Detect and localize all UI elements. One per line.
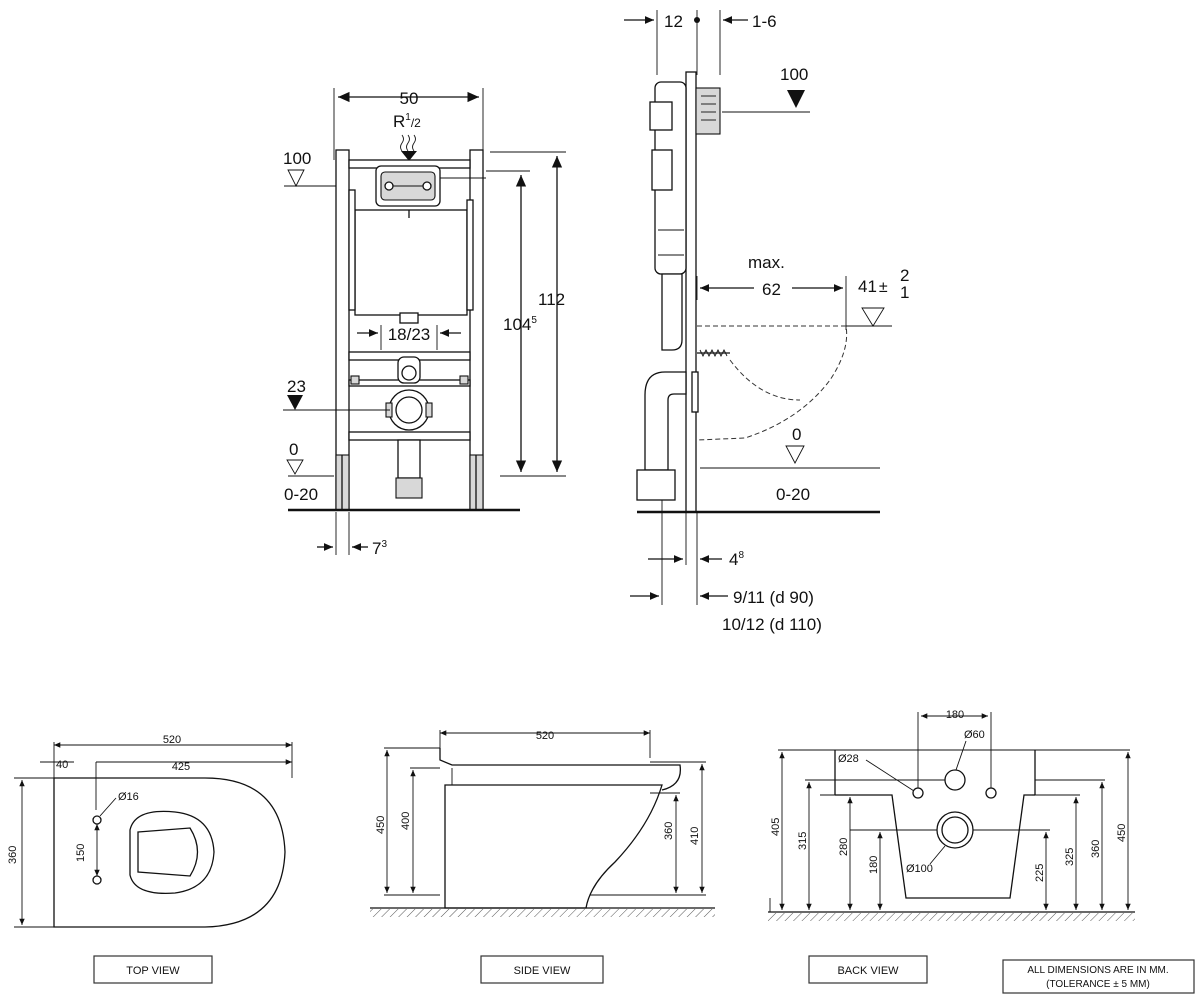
cistern bbox=[354, 209, 468, 316]
svg-text:0: 0 bbox=[792, 425, 801, 444]
level-marker-0-front: 0 bbox=[286, 440, 304, 475]
top-view-caption: TOP VIEW bbox=[126, 965, 180, 977]
drain-bend bbox=[644, 371, 687, 471]
sv-height-total-label: 450 bbox=[375, 816, 387, 834]
bv-left-dim-1: 315 bbox=[797, 832, 809, 850]
top-hole-distance-label: 150 bbox=[75, 844, 87, 862]
bv-inlet bbox=[944, 769, 966, 791]
back-view-caption: BACK VIEW bbox=[837, 965, 899, 977]
front-floor-range-label: 0-20 bbox=[284, 485, 318, 504]
installation-side-view: 12 1-6 100 max. 62 41± 2 bbox=[624, 10, 909, 634]
connection-label: R1/2 bbox=[393, 112, 421, 131]
bv-outlet-dia-label: Ø100 bbox=[906, 863, 933, 875]
pipe-label-2: 10/12 (d 110) bbox=[722, 615, 822, 634]
sv-height-right-1: 360 bbox=[663, 822, 675, 840]
side-view: 520 450 400 360 410 SIDE VIEW bbox=[370, 730, 715, 984]
side-max-label: max. bbox=[748, 253, 785, 272]
note-line-1: ALL DIMENSIONS ARE IN MM. bbox=[1027, 965, 1168, 976]
level-marker-100-front: 100 bbox=[283, 149, 345, 188]
bv-right-dim-1: 325 bbox=[1064, 848, 1076, 866]
back-outline bbox=[848, 794, 1032, 899]
level-marker-23: 23 bbox=[283, 377, 390, 411]
front-width-label: 50 bbox=[400, 89, 419, 108]
side-foot-offset-label: 48 bbox=[729, 550, 744, 569]
bv-left-dim-3: 180 bbox=[868, 856, 880, 874]
top-hole-dia-label: Ø16 bbox=[118, 791, 139, 803]
top-width-label: 360 bbox=[7, 846, 19, 864]
height-outer-label: 112 bbox=[538, 290, 565, 309]
bv-spacing-label: 180 bbox=[946, 709, 964, 721]
height-inner-label: 1045 bbox=[503, 315, 537, 334]
svg-text:100: 100 bbox=[780, 65, 808, 84]
sv-height-body-label: 400 bbox=[400, 812, 412, 830]
note-line-2: (TOLERANCE ± 5 MM) bbox=[1046, 979, 1150, 990]
top-length-label: 520 bbox=[163, 734, 181, 746]
toilet-outline-dashed bbox=[696, 325, 848, 441]
toilet-side-outline bbox=[444, 784, 663, 909]
projection-label: 62 bbox=[762, 280, 781, 299]
actuator-box bbox=[695, 87, 721, 135]
svg-text:100: 100 bbox=[283, 149, 311, 168]
center-distance-label: 18/23 bbox=[388, 325, 431, 344]
bowl-tol-plus: 2 bbox=[900, 266, 909, 285]
bowl-tol-minus: 1 bbox=[900, 283, 909, 302]
water-inlet-icon bbox=[400, 134, 417, 161]
bv-right-dim-2: 360 bbox=[1090, 840, 1102, 858]
back-view: 180 Ø60 Ø28 Ø100 405 315 2 bbox=[768, 709, 1135, 984]
pipe-label-1: 9/11 (d 90) bbox=[733, 588, 814, 607]
side-floor-range-label: 0-20 bbox=[776, 485, 810, 504]
svg-text:23: 23 bbox=[287, 377, 306, 396]
top-hole-spacing-label: 425 bbox=[172, 761, 190, 773]
level-marker-100-side: 100 bbox=[722, 65, 810, 113]
bv-inlet-dia-label: Ø60 bbox=[964, 729, 985, 741]
bv-right-dim-0: 225 bbox=[1034, 864, 1046, 882]
bv-left-dim-0: 405 bbox=[770, 818, 782, 836]
svg-text:0: 0 bbox=[289, 440, 298, 459]
side-top-right-label: 1-6 bbox=[752, 12, 777, 31]
side-top-left-label: 12 bbox=[664, 12, 683, 31]
toilet-top-outline bbox=[53, 777, 286, 928]
bv-bolt-dia-label: Ø28 bbox=[838, 753, 859, 765]
bowl-height-label: 41± bbox=[858, 277, 888, 296]
frame-side-profile bbox=[685, 71, 697, 513]
sv-height-right-2: 410 bbox=[689, 827, 701, 845]
level-marker-0-side: 0 bbox=[785, 425, 805, 464]
sv-length-label: 520 bbox=[536, 730, 554, 742]
dimension-note: ALL DIMENSIONS ARE IN MM. (TOLERANCE ± 5… bbox=[1002, 959, 1195, 994]
bv-right-dim-3: 450 bbox=[1116, 824, 1128, 842]
side-view-caption: SIDE VIEW bbox=[514, 965, 571, 977]
top-offset-label: 40 bbox=[56, 759, 68, 771]
installation-front-view: 50 R1/2 100 bbox=[283, 88, 566, 558]
front-foot-offset-label: 73 bbox=[372, 539, 387, 558]
top-view: 520 40 425 Ø16 150 360 TOP VIEW bbox=[7, 734, 293, 984]
bv-left-dim-2: 280 bbox=[838, 838, 850, 856]
